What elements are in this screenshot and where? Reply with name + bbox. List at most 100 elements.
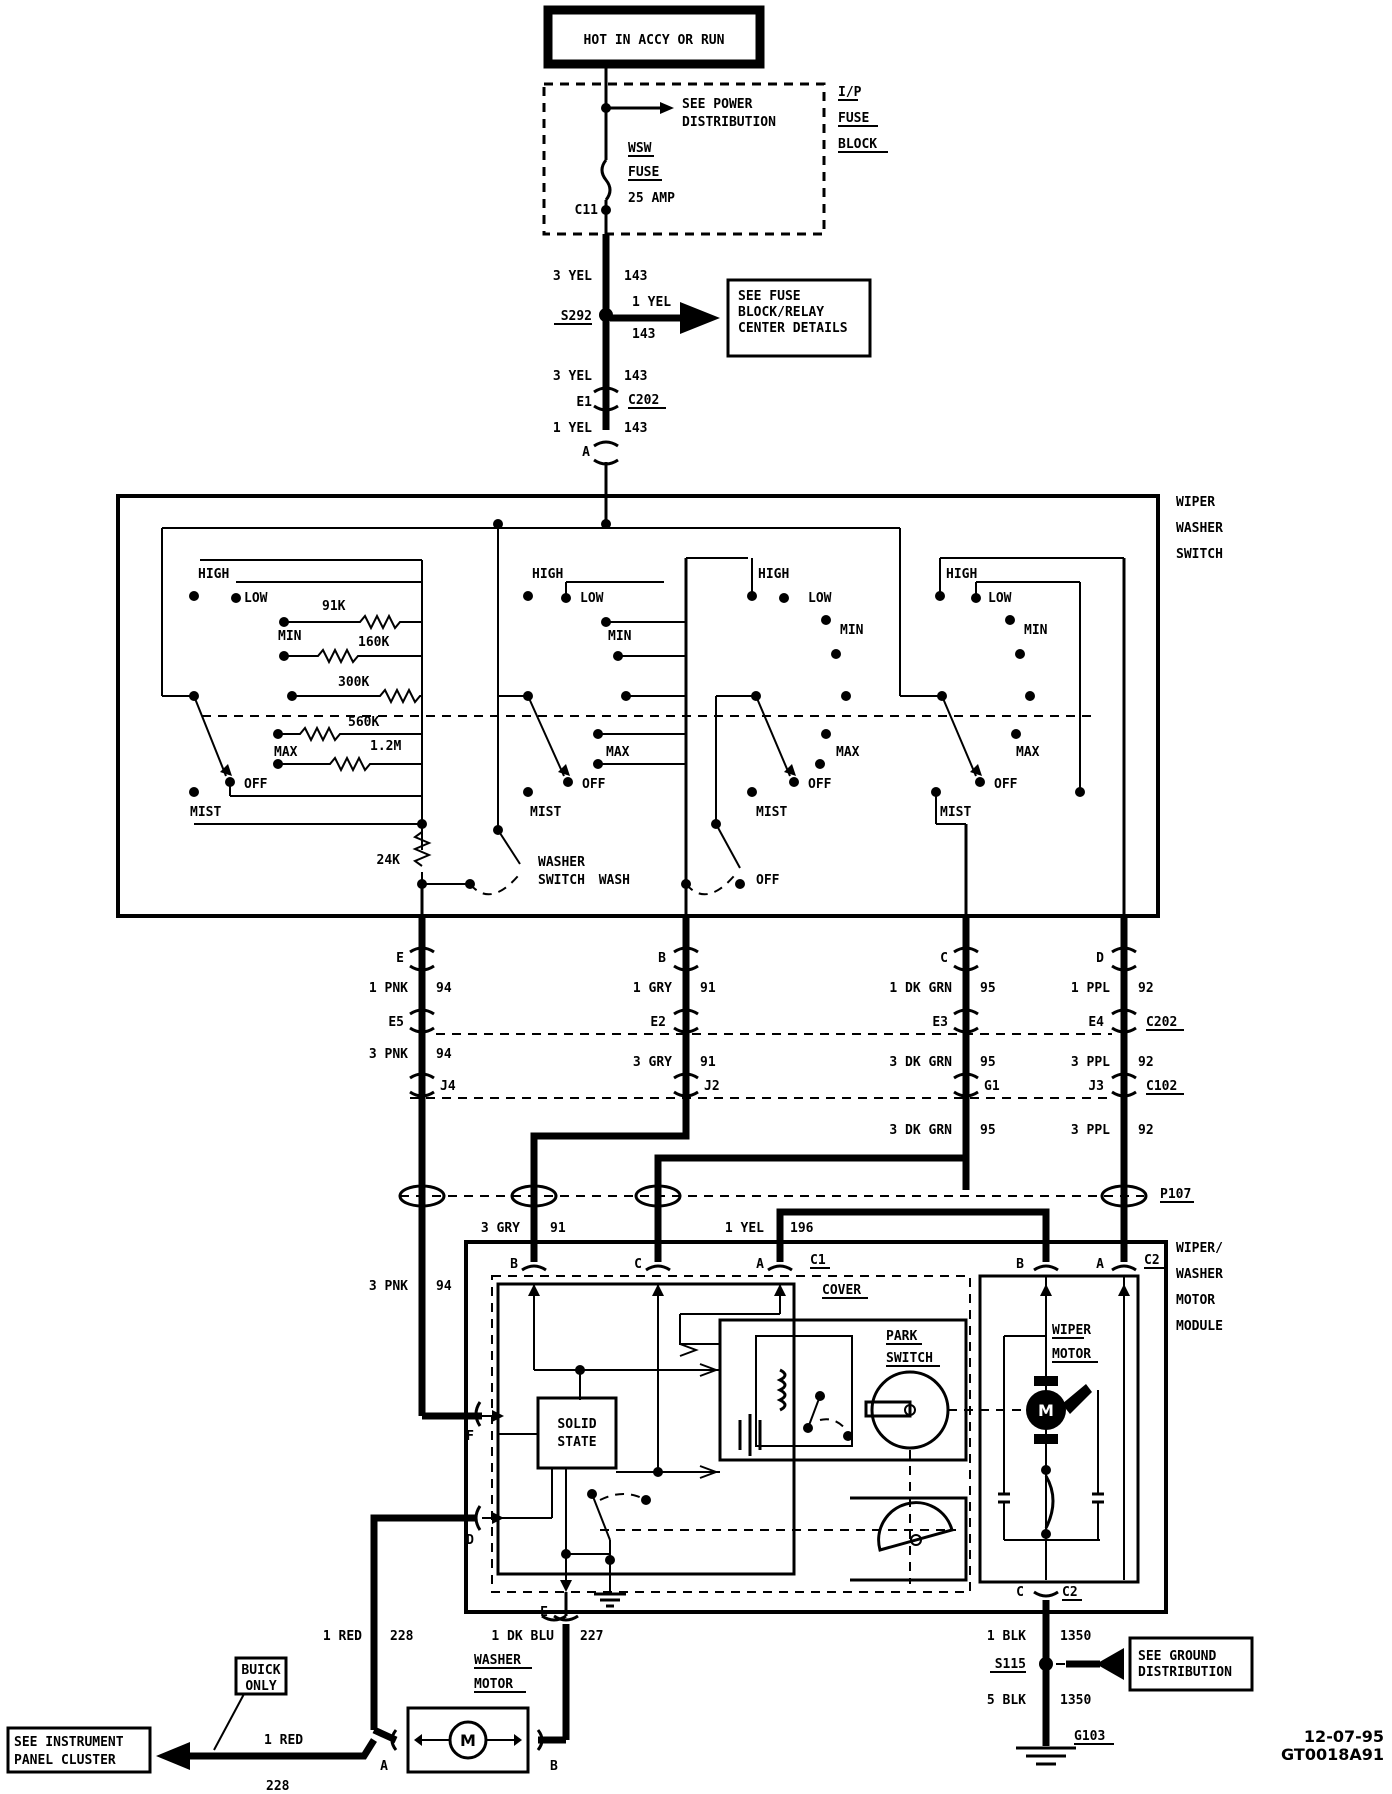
c2-label: C2 — [1144, 1253, 1160, 1268]
fuse-icon — [600, 159, 612, 201]
see-fuse-3: CENTER DETAILS — [738, 321, 848, 336]
branch-circuit: 143 — [632, 327, 655, 342]
s1-mist: MIST — [190, 805, 221, 820]
washer-motor-icon: M — [406, 1706, 530, 1774]
feed-wire: 3 YEL 143 S292 1 YEL 143 SEE FUSE BLOCK/… — [553, 234, 872, 496]
h3-circuit: 92 — [1138, 981, 1154, 996]
s2-max: MAX — [606, 745, 630, 760]
solid-state-block — [536, 1396, 618, 1470]
wash-off: OFF — [756, 873, 780, 888]
cam-icon — [864, 1370, 950, 1450]
connector-a-icon — [593, 440, 619, 466]
buick-2: ONLY — [245, 1679, 276, 1694]
h0-circuit3: 94 — [436, 1047, 452, 1062]
h0-pin: E — [396, 951, 404, 966]
h0-conn3: J4 — [440, 1079, 456, 1094]
module-pnk-circuit: 94 — [436, 1279, 452, 1294]
h0-circuit: 94 — [436, 981, 452, 996]
res-91k: 91K — [322, 599, 346, 614]
fuse-name-2: FUSE — [628, 165, 659, 180]
see-ipc-2: PANEL CLUSTER — [14, 1753, 116, 1768]
res-24k: 24K — [377, 853, 401, 868]
branch-color: 1 YEL — [632, 295, 671, 310]
gear-sector-icon — [877, 1501, 954, 1552]
module-gry-color: 3 GRY — [481, 1221, 520, 1236]
resistor-300k-icon — [292, 687, 422, 705]
splice-s115 — [1039, 1657, 1053, 1671]
module-title-1: WIPER/ — [1176, 1241, 1223, 1256]
s1-low: LOW — [244, 591, 268, 606]
switch-title-2: WASHER — [1176, 521, 1223, 536]
conn-pin-b-icon — [673, 946, 699, 972]
chassis-ground-icon — [1016, 1746, 1076, 1766]
s4-min: MIN — [1024, 623, 1048, 638]
s2-mist: MIST — [530, 805, 561, 820]
switch-section-2: HIGH LOW MIN MAX OFF MIST WASH — [498, 557, 780, 916]
s2-low: LOW — [580, 591, 604, 606]
h3-pin: D — [1096, 951, 1104, 966]
ground-section: C C2 1 BLK 1350 S115 SEE GROUND DISTRIBU… — [987, 1585, 1254, 1766]
h0-color1: 1 PNK — [369, 981, 408, 996]
s3-max: MAX — [836, 745, 860, 760]
arrow-left-icon — [156, 1742, 190, 1770]
ip-fuse-block: I/P FUSE BLOCK SEE POWER DISTRIBUTION WS… — [542, 64, 888, 236]
fuse-block-title-1: I/P — [838, 85, 862, 100]
h2-color4: 3 DK GRN — [889, 1123, 952, 1138]
relay-coil-icon — [776, 1368, 787, 1412]
washer-motor-section: E 1 RED 228 1 DK BLU 227 WASHER MOTOR M … — [6, 1514, 603, 1794]
switch-section-4: HIGH LOW MIN MAX OFF MIST — [931, 557, 1126, 916]
feed-mid-color: 3 YEL — [553, 369, 592, 384]
c202-label: C202 — [1146, 1015, 1177, 1030]
cover-label: COVER — [822, 1283, 861, 1298]
c1-pin-c: C — [634, 1257, 642, 1272]
h3-circuit3: 92 — [1138, 1055, 1154, 1070]
s3-off: OFF — [808, 777, 832, 792]
wiper-motor-box — [978, 1274, 1140, 1584]
feed-low-circuit: 143 — [624, 421, 647, 436]
c2-pin-c: C — [1016, 1585, 1024, 1600]
h0-color3: 3 PNK — [369, 1047, 408, 1062]
washer-motor-title-2: MOTOR — [474, 1677, 513, 1692]
fuse-block-title-2: FUSE — [838, 111, 869, 126]
h1-conn2: E2 — [650, 1015, 666, 1030]
feed-top-color: 3 YEL — [553, 269, 592, 284]
pin-a-label: A — [582, 445, 590, 460]
c2-pin-a: A — [1096, 1257, 1104, 1272]
see-ipc-1: SEE INSTRUMENT — [14, 1735, 124, 1750]
c1-pin-b: B — [510, 1257, 518, 1272]
module-title-4: MODULE — [1176, 1319, 1223, 1334]
blu-color: 1 DK BLU — [491, 1629, 554, 1644]
see-fuse-1: SEE FUSE — [738, 289, 801, 304]
conn-pin-d-icon — [1111, 946, 1137, 972]
conn-c202-top: C202 — [628, 393, 659, 408]
h2-conn2: E3 — [932, 1015, 948, 1030]
resistor-1-2m-icon — [278, 755, 422, 773]
wash-label: WASH — [599, 873, 630, 888]
switch-section-3: HIGH LOW MIN MAX OFF MIST — [715, 558, 942, 824]
red-color: 1 RED — [323, 1629, 362, 1644]
c1-label: C1 — [810, 1253, 826, 1268]
red-circuit: 228 — [390, 1629, 414, 1644]
s3-high: HIGH — [758, 567, 789, 582]
power-source-box: HOT IN ACCY OR RUN — [543, 5, 765, 69]
footer-date: 12-07-95 — [1304, 1727, 1384, 1746]
h1-circuit: 91 — [700, 981, 716, 996]
harness: E B C D 1 PNK 94 1 GRY 91 1 DK GRN 95 1 … — [369, 916, 1194, 1396]
h3-color3: 3 PPL — [1071, 1055, 1110, 1070]
module-yel-circuit: 196 — [790, 1221, 814, 1236]
c102-label: C102 — [1146, 1079, 1177, 1094]
c2-label-bottom: C2 — [1062, 1585, 1078, 1600]
wiper-motor-1: WIPER — [1052, 1323, 1091, 1338]
h0-conn2: E5 — [388, 1015, 404, 1030]
wiper-motor-icon: M — [1026, 1376, 1092, 1444]
see-ground-1: SEE GROUND — [1138, 1649, 1216, 1664]
feed-mid-circuit: 143 — [624, 369, 647, 384]
blu-circuit: 227 — [580, 1629, 603, 1644]
see-power-1: SEE POWER — [682, 97, 753, 112]
c1-pin-a: A — [756, 1257, 764, 1272]
solid-state-2: STATE — [557, 1435, 596, 1450]
big-arrow-right-icon — [680, 302, 720, 334]
resistor-160k-icon — [284, 647, 422, 665]
h1-pin: B — [658, 951, 666, 966]
module-gry-circuit: 91 — [550, 1221, 566, 1236]
